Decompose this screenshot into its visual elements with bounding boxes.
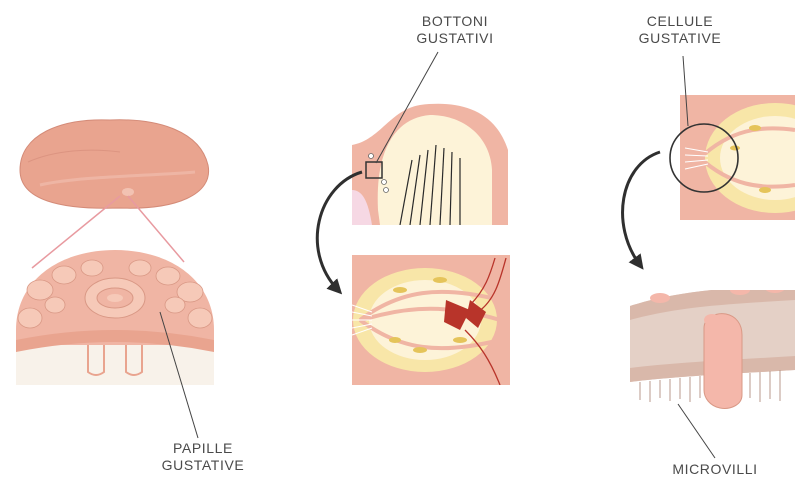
taste-bud-section [352, 95, 510, 225]
label-microvilli: MICROVILLI [660, 461, 770, 478]
label-cellule-gustative: CELLULE GUSTATIVE [620, 13, 740, 47]
label-bottoni-line1: BOTTONI [400, 13, 510, 30]
label-papille-line2: GUSTATIVE [148, 457, 258, 474]
microvilli-membrane [630, 283, 795, 408]
label-papille-gustative: PAPILLE GUSTATIVE [148, 440, 258, 474]
curved-arrow-right [623, 152, 660, 265]
label-papille-line1: PAPILLE [148, 440, 258, 457]
label-bottoni-gustativi: BOTTONI GUSTATIVI [400, 13, 510, 47]
tongue-illustration [20, 120, 209, 208]
label-cellule-line2: GUSTATIVE [620, 30, 740, 47]
label-cellule-line1: CELLULE [620, 13, 740, 30]
papillae-cross-section [16, 250, 214, 385]
taste-bud-zoom [352, 255, 510, 385]
label-bottoni-line2: GUSTATIVI [400, 30, 510, 47]
microvilli-leader-line [678, 404, 715, 458]
